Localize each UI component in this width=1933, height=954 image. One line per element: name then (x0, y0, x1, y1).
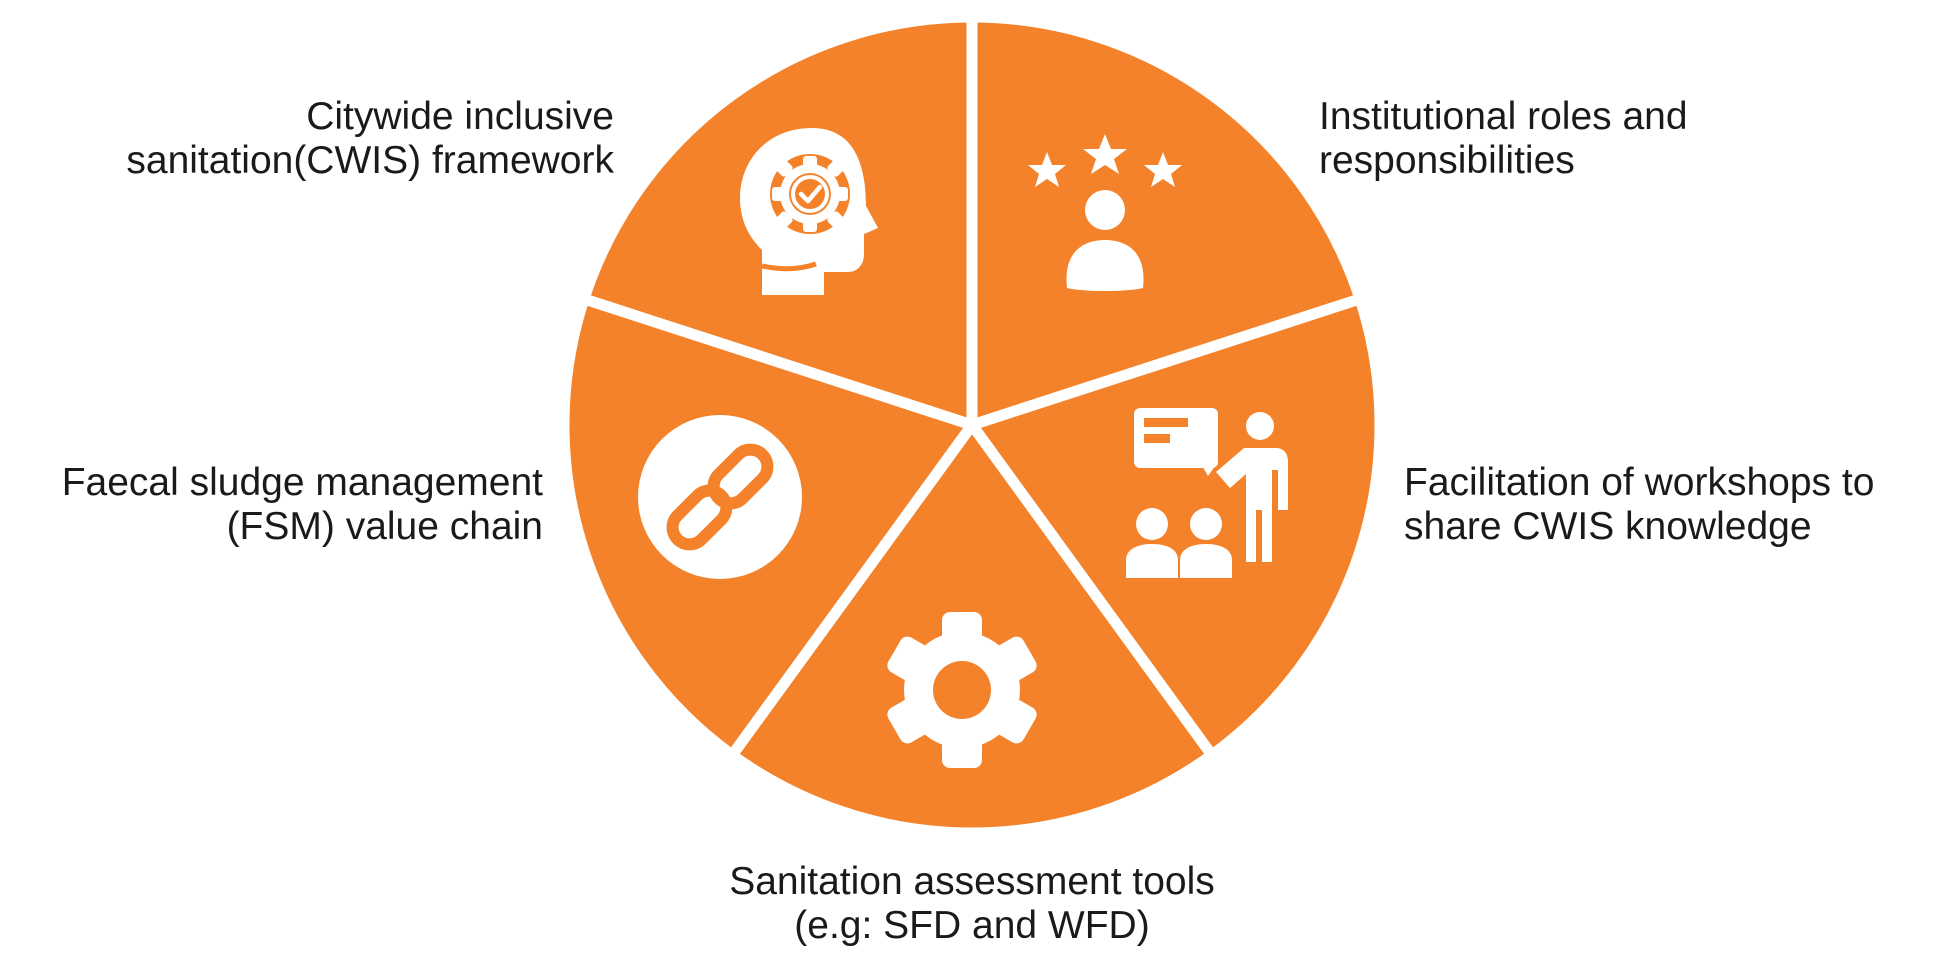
segment-institutional-roles (966, 11, 1366, 431)
label-line: (e.g: SFD and WFD) (794, 904, 1150, 948)
person-stars-icon (1028, 134, 1182, 291)
head-gear-icon (740, 128, 878, 295)
chain-link-icon (638, 415, 802, 579)
label-line: Institutional roles and (1319, 95, 1688, 138)
label-line: sanitation(CWIS) framework (126, 139, 614, 183)
gear-icon (887, 612, 1037, 768)
label-line: responsibilities (1319, 139, 1575, 183)
label-line: Faecal sludge management (61, 461, 543, 504)
label-fsm-value-chain: Faecal sludge management (FSM) value cha… (62, 461, 543, 549)
label-institutional-roles: Institutional roles and responsibilities (1319, 95, 1688, 183)
label-cwis-framework: Citywide inclusive sanitation(CWIS) fram… (126, 95, 614, 183)
label-assessment-tools: Sanitation assessment tools (e.g: SFD an… (729, 860, 1215, 948)
label-line: share CWIS knowledge (1404, 505, 1812, 549)
label-line: Sanitation assessment tools (729, 860, 1215, 903)
label-line: (FSM) value chain (226, 505, 543, 549)
segment-workshops (966, 293, 1386, 761)
segments-layer (558, 11, 1386, 839)
label-line: Facilitation of workshops to (1404, 461, 1875, 504)
label-workshops: Facilitation of workshops to share CWIS … (1404, 461, 1874, 549)
presentation-icon (1126, 408, 1288, 578)
label-line: Citywide inclusive (306, 95, 614, 138)
